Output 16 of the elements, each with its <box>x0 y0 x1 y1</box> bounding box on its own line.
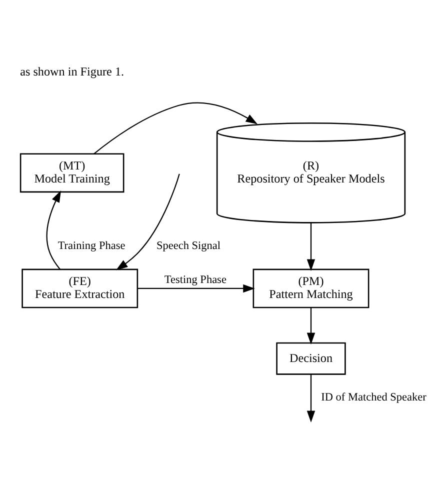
arrow <box>116 173 180 270</box>
edge-label: Speech Signal <box>156 239 221 252</box>
arrow <box>306 374 316 422</box>
arrow <box>306 222 316 270</box>
node-box: (FE) Feature Extraction <box>22 268 138 308</box>
label: as shown in Figure 1. <box>20 64 124 78</box>
arrow <box>138 284 255 292</box>
node-box: (MT) Model Training <box>20 152 124 192</box>
edge-label: ID of Matched Speaker <box>321 390 426 403</box>
node-box: (PM) Pattern Matching <box>252 268 370 308</box>
arrow <box>46 190 62 270</box>
edge-label: Training Phase <box>58 239 126 252</box>
arrow <box>306 307 316 344</box>
node-box: Decision <box>276 342 346 374</box>
arrow <box>94 102 258 154</box>
edge-label: Testing Phase <box>164 273 226 286</box>
